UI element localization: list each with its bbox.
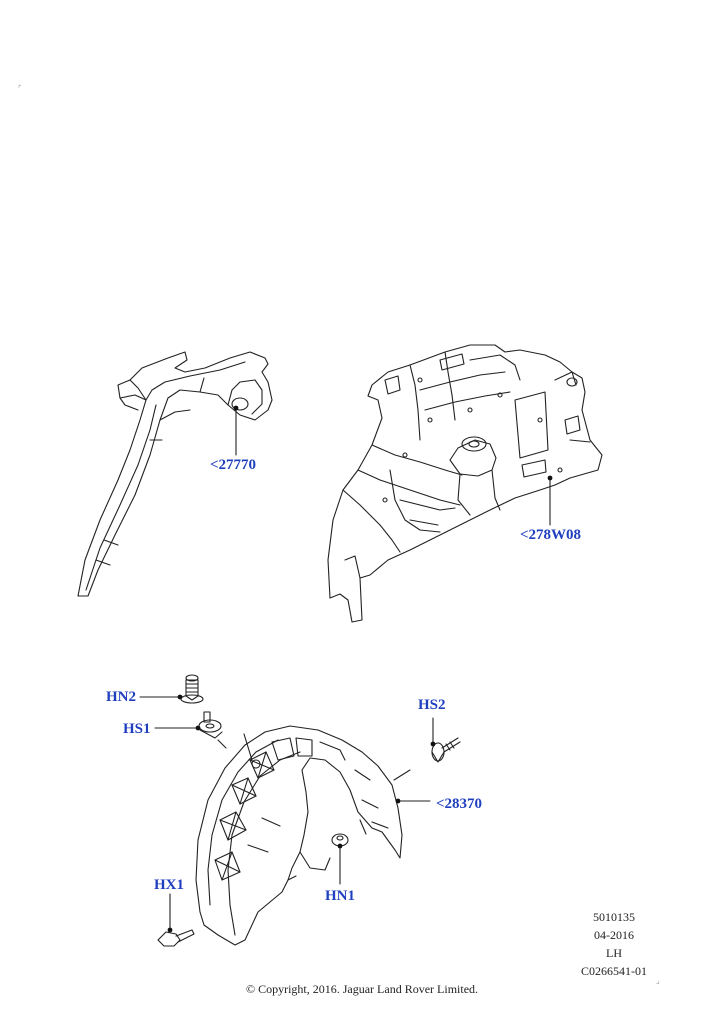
screw-hs2-illustration	[431, 737, 461, 763]
leader-dot-28370	[395, 798, 401, 804]
leader-hs1-to-liner	[243, 733, 253, 761]
leader-dot-hx1	[167, 927, 173, 933]
copyright-notice: © Copyright, 2016. Jaguar Land Rover Lim…	[245, 982, 479, 996]
callout-hn1[interactable]: HN1	[325, 888, 355, 904]
corner-mark-top-left: ⌜	[18, 84, 22, 93]
callout-hx1[interactable]: HX1	[154, 877, 184, 893]
leader-dot-27770	[233, 405, 239, 411]
diagram-side: LH	[606, 946, 622, 960]
pin-hx1-illustration	[157, 929, 195, 947]
leader-hs1-hint	[217, 739, 227, 749]
leader-dot-hs2	[430, 741, 436, 747]
panel-278w08-illustration	[327, 344, 603, 623]
hs1-fixing-point	[251, 759, 261, 769]
illustration-id: C0266541-01	[581, 964, 647, 978]
leader-28370-hint-2	[359, 819, 367, 835]
diagram-date: 04-2016	[594, 928, 634, 942]
diagram-code: 5010135	[593, 910, 635, 924]
callout-hs1[interactable]: HS1	[123, 721, 151, 737]
leader-dot-278w08	[547, 475, 553, 481]
callout-278w08[interactable]: <278W08	[520, 527, 582, 543]
leader-dot-hn2	[177, 694, 183, 700]
corner-mark-bottom-right: ⌟	[656, 976, 660, 985]
clip-hn2-illustration	[180, 674, 204, 704]
callout-hs2[interactable]: HS2	[418, 697, 446, 713]
callout-27770[interactable]: <27770	[210, 457, 257, 473]
callout-28370[interactable]: <28370	[436, 796, 483, 812]
liner-28370-illustration	[195, 725, 403, 946]
panel-27770-illustration	[77, 351, 273, 597]
leader-dot-hs1	[195, 725, 201, 731]
leader-28370-hint	[393, 769, 411, 781]
screw-hs1-illustration	[198, 711, 223, 739]
callout-hn2[interactable]: HN2	[106, 689, 136, 705]
leader-dot-hn1	[337, 843, 343, 849]
